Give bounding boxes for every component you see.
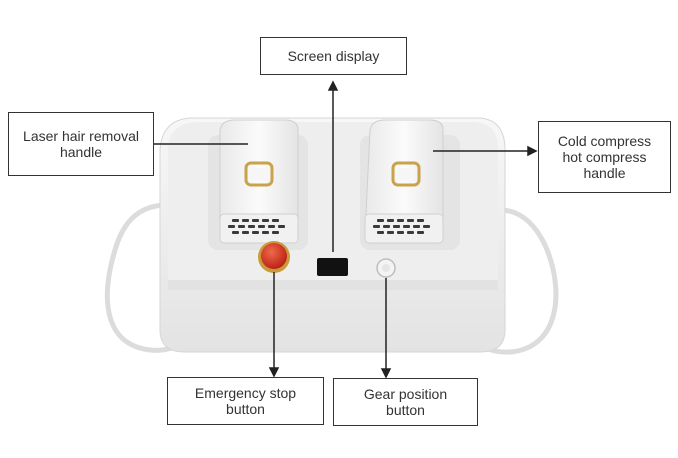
cold-label-line-2: hot compress [562, 149, 647, 165]
laser-label-line-2: handle [59, 144, 103, 160]
cold-label-line-1: Cold compress [557, 133, 652, 149]
laser-handle-trigger-icon [244, 161, 274, 187]
laser-hair-removal-handle [219, 119, 299, 244]
cold-handle-vent-icon [373, 219, 430, 234]
gear-label-line-1: Gear position [363, 386, 448, 402]
cold-hot-compress-handle [364, 119, 444, 244]
emergency-label-line-1: Emergency stop [194, 385, 297, 401]
gear-knob-icon [376, 258, 396, 278]
display-screen-icon [317, 258, 348, 276]
emergency-label-line-2: button [226, 401, 265, 417]
cold-hot-handle-label: Cold compress hot compress handle [538, 121, 671, 193]
gear-position-label: Gear position button [333, 378, 478, 426]
leader-lines [142, 80, 538, 379]
emergency-stop-label: Emergency stop button [167, 377, 324, 425]
screen-display-text: Screen display [287, 48, 380, 64]
gear-label-line-2: button [386, 402, 425, 418]
cold-handle-trigger-icon [391, 161, 421, 187]
device-front-edge [168, 280, 498, 290]
laser-handle-label: Laser hair removal handle [8, 112, 154, 176]
cold-label-line-3: handle [583, 165, 626, 181]
emergency-stop-icon [258, 241, 290, 273]
laser-label-line-1: Laser hair removal [23, 128, 139, 144]
laser-handle-vent-icon [228, 219, 285, 234]
screen-display-label: Screen display [260, 37, 407, 75]
